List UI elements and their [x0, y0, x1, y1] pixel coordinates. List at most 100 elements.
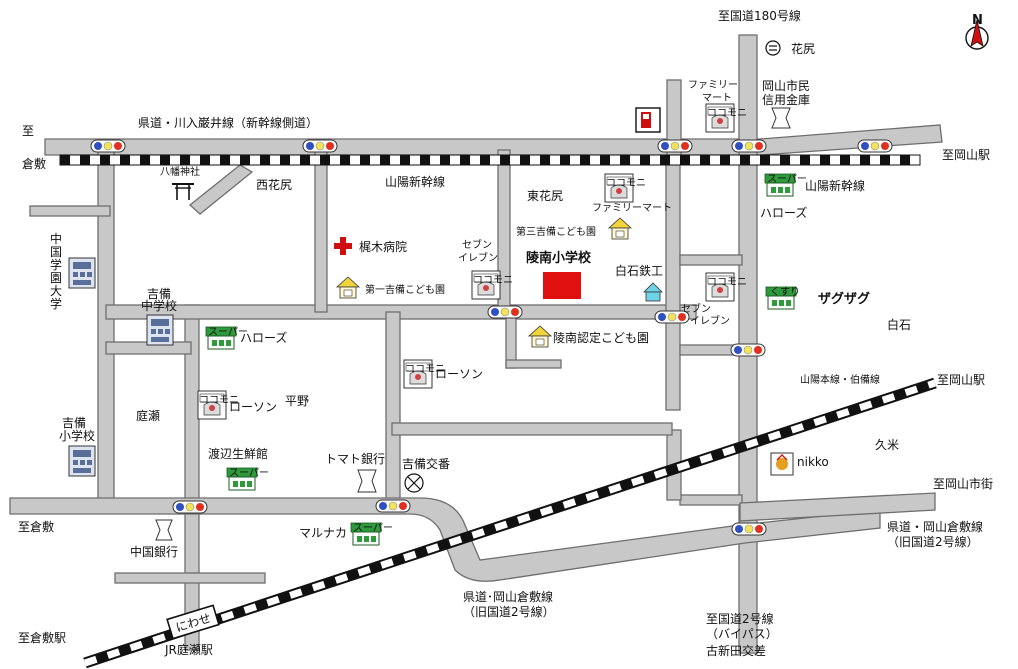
label-chugoku-gakuen: 中: [50, 231, 62, 246]
label-chugoku-gakuen: 学: [50, 296, 62, 311]
red-cross-icon: [334, 237, 352, 255]
label-nikko: nikko: [797, 455, 829, 469]
label-to-okayama-city: 至岡山市街: [933, 476, 993, 491]
road-stub-school: [505, 359, 562, 369]
label-seven-eleven: セブン: [462, 238, 492, 251]
label-harozu: ハローズ: [760, 205, 807, 220]
label-to-kurashiki-top: 至: [22, 124, 34, 138]
label-kajiki-hospital: 梶木病院: [359, 239, 407, 254]
convenience-sign: ココモニ: [405, 364, 445, 375]
label-zagzag: ザグザグ: [818, 291, 870, 307]
label-kibi-police: 吉備交番: [402, 456, 450, 471]
school-icon: [146, 314, 174, 346]
north-label: N: [972, 13, 983, 28]
label-okayama-kurashiki-line: 県道・岡山倉敷線: [887, 519, 983, 534]
label-kibi-elem: 吉備: [62, 415, 86, 430]
school-icon: [68, 257, 96, 289]
traffic-light-icon: [731, 139, 767, 153]
road-v-4: [385, 311, 401, 505]
label-chugoku-gakuen: 学: [50, 257, 62, 272]
supermarket-sign: スーパー: [229, 467, 269, 479]
label-okayama-kurashiki-line: 県道･岡山倉敷線: [463, 589, 553, 604]
bank-icon: [357, 469, 377, 493]
convenience-sign: ココモニ: [199, 395, 239, 406]
label-niwase: 庭瀬: [136, 408, 160, 423]
label-okayama-kurashiki-line: （旧国道2号線）: [463, 604, 555, 619]
road-bottom-branch: [114, 572, 266, 584]
label-route2: 至国道2号線: [706, 611, 774, 626]
road-shrine-diagonal: [188, 164, 254, 215]
road-left-vertical: [97, 149, 115, 503]
road-kibitsu-line: [44, 124, 943, 156]
convenience-sign: ココモニ: [707, 277, 747, 288]
label-shiraishi: 白石: [887, 317, 911, 332]
school-icon: [543, 272, 581, 299]
sanyo-main-rail: [83, 377, 937, 669]
supermarket-sign: スーパー: [353, 522, 393, 534]
label-chugoku-gakuen: 園: [50, 271, 62, 285]
bank-icon: [155, 519, 173, 541]
shinkansen-rail: [59, 154, 921, 166]
road-lower-horizontal: [391, 422, 673, 436]
label-shiraishi-tekko: 白石鉄工: [615, 263, 663, 278]
label-to-kurashiki-top: 倉敷: [22, 156, 46, 171]
road-v-1: [314, 149, 328, 313]
roads: [9, 34, 943, 654]
gas-station-icon: [635, 107, 661, 133]
house-icon: [608, 217, 632, 240]
torii-icon: [172, 183, 194, 200]
labels: 至国道180号線 県道・川入巌井線（新幹線側道） 至 倉敷 至岡山駅 花尻 ファ…: [18, 8, 993, 658]
label-kibitsu-line: 県道・川入巌井線（新幹線側道）: [138, 115, 318, 130]
label-lawson: ローソン: [229, 400, 277, 414]
label-ryonan-school: 陵南小学校: [526, 250, 592, 266]
label-tomato-bank: トマト銀行: [325, 452, 385, 466]
traffic-light-icon: [487, 305, 523, 319]
road-niwase-vertical: [184, 304, 200, 651]
label-harozu: ハローズ: [240, 330, 287, 345]
school-icon: [68, 445, 96, 477]
label-family-mart: ファミリーマート: [592, 203, 672, 214]
label-sanyo-main-line: 山陽本線・伯備線: [800, 373, 880, 386]
north-arrow-icon: [965, 19, 989, 50]
house-icon: [528, 325, 552, 348]
road-okayama-city: [739, 492, 936, 522]
convenience-sign: ココモニ: [606, 178, 646, 189]
label-watanabe: 渡辺生鮮館: [208, 446, 268, 461]
convenience-sign: ココモニ: [707, 108, 747, 119]
label-marunaka: マルナカ: [299, 526, 347, 540]
bank-icon: [765, 40, 781, 56]
road-right-h-3: [679, 494, 743, 506]
label-chugoku-gakuen: 大: [50, 284, 62, 298]
label-route180: 至国道180号線: [718, 8, 801, 23]
nikko-shop-icon: [770, 452, 794, 476]
label-kibi-elem: 小学校: [59, 428, 95, 443]
label-seven-eleven: イレブン: [690, 314, 730, 327]
road-middle-horizontal: [105, 304, 697, 320]
label-nishihanajiri: 西花尻: [256, 177, 292, 192]
label-hachiman-shrine: 八幡神社: [160, 165, 200, 178]
label-daisan-kodomoen: 第三吉備こども園: [516, 225, 596, 238]
label-hirano: 平野: [285, 394, 309, 408]
label-chugoku-bank: 中国銀行: [130, 544, 178, 559]
label-kibi-junior: 中学校: [141, 298, 177, 313]
label-route2: 古新田交差: [706, 643, 766, 658]
label-jr-niwase-station: JR庭瀬駅: [164, 642, 213, 657]
label-daiichi-kodomoen: 第一吉備こども園: [365, 283, 445, 296]
traffic-light-icon: [375, 499, 411, 513]
traffic-light-icon: [730, 343, 766, 357]
road-left-branch-1: [29, 205, 111, 217]
label-lawson: ローソン: [435, 367, 483, 381]
label-okayama-kurashiki-line: （旧国道2号線）: [887, 534, 979, 549]
traffic-light-icon: [172, 500, 208, 514]
traffic-light-icon: [90, 139, 126, 153]
supermarket-sign: スーパー: [208, 326, 248, 338]
drugstore-sign: くすり: [770, 286, 800, 298]
bank-icon: [771, 107, 791, 129]
label-ryonan-nintei: 陵南認定こども園: [553, 330, 649, 345]
supermarket-sign: スーパー: [767, 173, 807, 185]
road-v-3: [665, 154, 681, 411]
traffic-light-icon: [657, 139, 693, 153]
label-sanyo-shinkansen: 山陽新幹線: [805, 178, 865, 193]
house-icon: [336, 276, 360, 299]
